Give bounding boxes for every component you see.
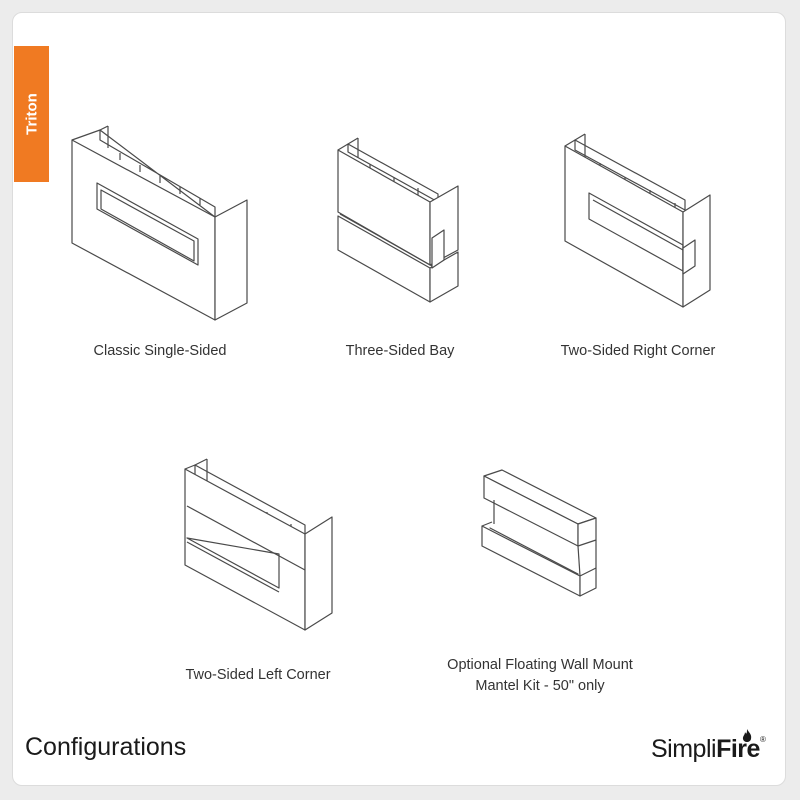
brand-text-bold: Fire xyxy=(716,735,760,763)
config-label-mantel-line2: Mantel Kit - 50" only xyxy=(475,678,605,694)
series-tab: Triton xyxy=(14,46,49,182)
config-label-mantel: Optional Floating Wall Mount Mantel Kit … xyxy=(420,655,660,697)
config-label-right-corner: Two-Sided Right Corner xyxy=(560,343,716,359)
brand-registered: ® xyxy=(759,735,766,744)
config-label-mantel-line1: Optional Floating Wall Mount xyxy=(447,657,633,673)
two-sided-left-corner-drawing xyxy=(184,458,333,631)
classic-single-sided-drawing xyxy=(71,125,248,321)
config-label-three-sided: Three-Sided Bay xyxy=(345,343,455,359)
brand-logo: SimpliFire® xyxy=(651,735,766,764)
two-sided-right-corner-drawing xyxy=(564,133,711,308)
page-title: Configurations xyxy=(25,733,187,761)
floating-mantel-drawing xyxy=(481,469,597,597)
brand-text-light: Simpli xyxy=(651,735,717,763)
series-tab-label: Triton xyxy=(23,93,40,135)
config-label-classic: Classic Single-Sided xyxy=(93,343,227,359)
config-label-left-corner: Two-Sided Left Corner xyxy=(185,667,331,683)
three-sided-bay-drawing xyxy=(337,137,459,303)
content-card xyxy=(12,12,786,786)
flame-icon xyxy=(742,729,752,742)
